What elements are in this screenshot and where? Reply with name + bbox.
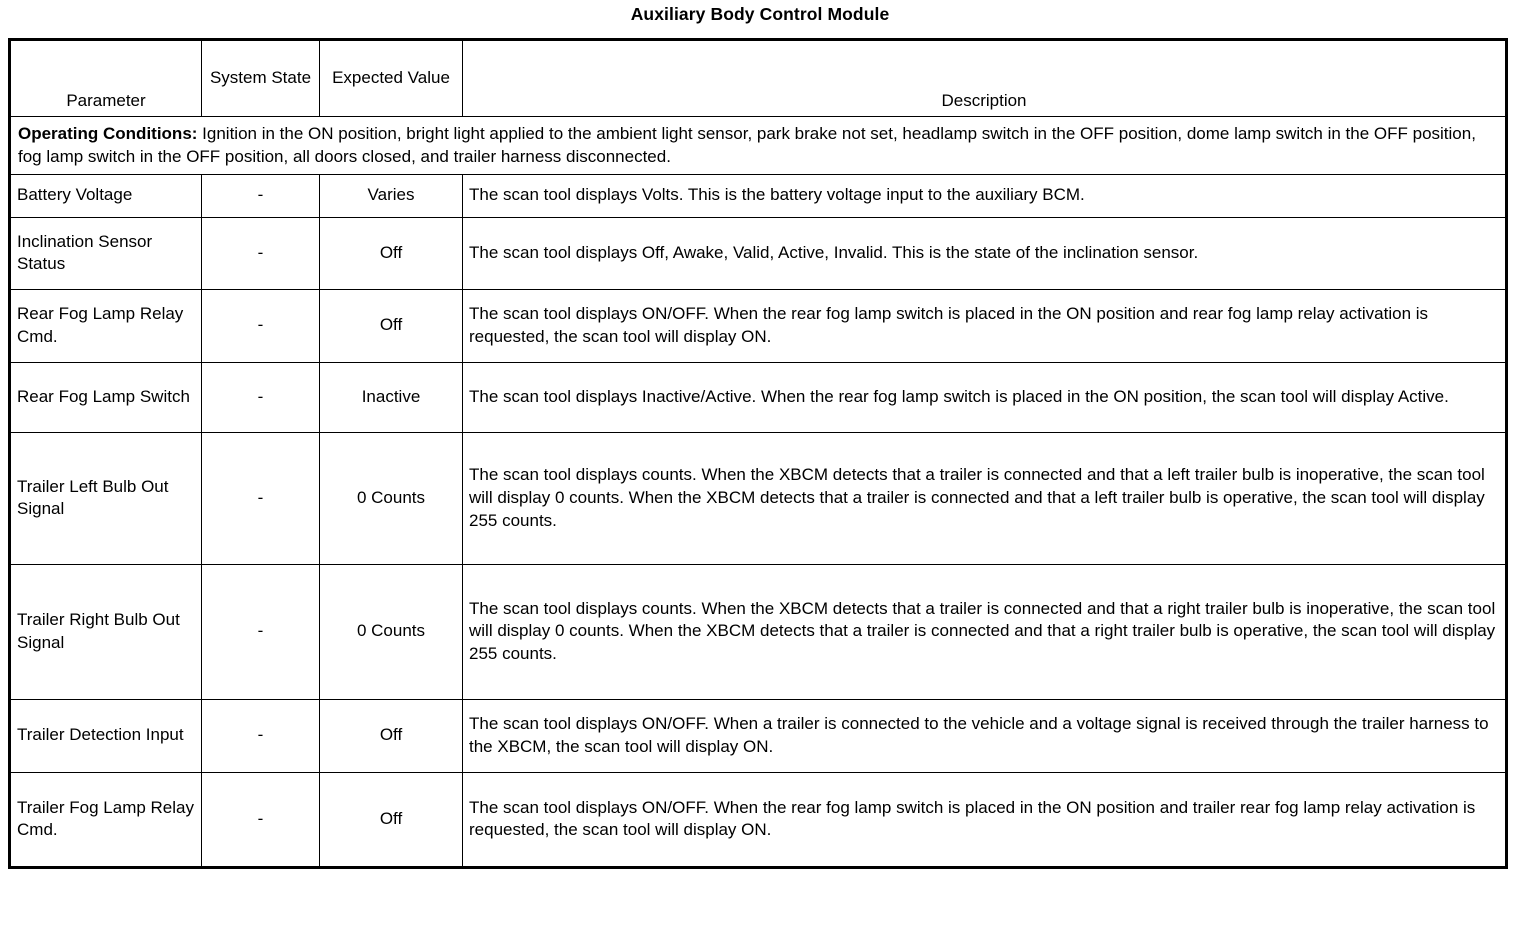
cell-expected-value: Off xyxy=(319,698,463,773)
table-row: Rear Fog Lamp Switch - Inactive The scan… xyxy=(9,361,1507,433)
column-header-description: Description xyxy=(462,38,1507,117)
cell-expected-value: Off xyxy=(319,288,463,363)
table-row: Trailer Detection Input - Off The scan t… xyxy=(9,698,1507,773)
table-body: Operating Conditions: Ignition in the ON… xyxy=(9,115,1507,868)
cell-description: The scan tool displays counts. When the … xyxy=(462,563,1507,700)
cell-expected-value: Varies xyxy=(319,173,463,218)
table-row: Trailer Right Bulb Out Signal - 0 Counts… xyxy=(9,563,1507,700)
cell-parameter: Trailer Detection Input xyxy=(9,698,202,773)
cell-system-state: - xyxy=(201,563,320,700)
cell-system-state: - xyxy=(201,173,320,218)
cell-system-state: - xyxy=(201,698,320,773)
operating-conditions-text: Ignition in the ON position, bright ligh… xyxy=(18,123,1476,166)
cell-parameter: Rear Fog Lamp Relay Cmd. xyxy=(9,288,202,363)
cell-parameter: Battery Voltage xyxy=(9,173,202,218)
cell-parameter: Inclination Sensor Status xyxy=(9,216,202,290)
cell-parameter: Trailer Left Bulb Out Signal xyxy=(9,431,202,565)
parameter-specification-table: Parameter System State Expected Value De… xyxy=(8,37,1508,869)
operating-conditions-label: Operating Conditions: xyxy=(18,123,198,143)
cell-expected-value: 0 Counts xyxy=(319,563,463,700)
cell-system-state: - xyxy=(201,361,320,433)
column-header-system-state: System State xyxy=(201,38,320,117)
cell-system-state: - xyxy=(201,771,320,868)
table-row: Rear Fog Lamp Relay Cmd. - Off The scan … xyxy=(9,288,1507,363)
column-header-expected-value: Expected Value xyxy=(319,38,463,117)
page-title: Auxiliary Body Control Module xyxy=(630,4,890,24)
cell-description: The scan tool displays ON/OFF. When the … xyxy=(462,771,1507,868)
cell-description: The scan tool displays Inactive/Active. … xyxy=(462,361,1507,433)
column-header-parameter: Parameter xyxy=(9,38,202,117)
table-row: Inclination Sensor Status - Off The scan… xyxy=(9,216,1507,290)
operating-conditions-row: Operating Conditions: Ignition in the ON… xyxy=(9,115,1507,175)
cell-expected-value: Inactive xyxy=(319,361,463,433)
table-row: Trailer Fog Lamp Relay Cmd. - Off The sc… xyxy=(9,771,1507,868)
cell-system-state: - xyxy=(201,288,320,363)
operating-conditions-cell: Operating Conditions: Ignition in the ON… xyxy=(9,115,1507,175)
cell-expected-value: Off xyxy=(319,216,463,290)
cell-parameter: Trailer Fog Lamp Relay Cmd. xyxy=(9,771,202,868)
cell-system-state: - xyxy=(201,216,320,290)
cell-expected-value: 0 Counts xyxy=(319,431,463,565)
cell-description: The scan tool displays Off, Awake, Valid… xyxy=(462,216,1507,290)
cell-description: The scan tool displays Volts. This is th… xyxy=(462,173,1507,218)
table-header: Parameter System State Expected Value De… xyxy=(9,38,1507,117)
cell-description: The scan tool displays ON/OFF. When the … xyxy=(462,288,1507,363)
table-row: Battery Voltage - Varies The scan tool d… xyxy=(9,173,1507,218)
cell-expected-value: Off xyxy=(319,771,463,868)
table-row: Trailer Left Bulb Out Signal - 0 Counts … xyxy=(9,431,1507,565)
cell-description: The scan tool displays ON/OFF. When a tr… xyxy=(462,698,1507,773)
header-row: Parameter System State Expected Value De… xyxy=(9,38,1507,117)
cell-system-state: - xyxy=(201,431,320,565)
cell-parameter: Trailer Right Bulb Out Signal xyxy=(9,563,202,700)
cell-description: The scan tool displays counts. When the … xyxy=(462,431,1507,565)
cell-parameter: Rear Fog Lamp Switch xyxy=(9,361,202,433)
